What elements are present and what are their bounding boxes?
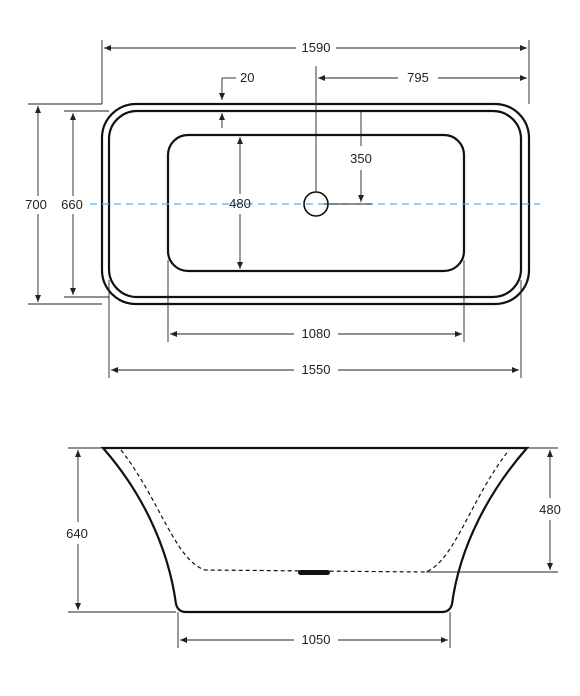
side-view: 640 480 1050 xyxy=(66,446,561,648)
tub-inner-rim xyxy=(107,109,523,299)
drain-side xyxy=(298,570,330,575)
dim-overall-length-label: 1590 xyxy=(302,40,331,55)
dim-base-length: 1050 xyxy=(177,612,451,648)
dim-inner-width-label: 660 xyxy=(61,197,83,212)
dim-waste-offset-label: 350 xyxy=(350,151,372,166)
dim-rim-thickness: 20 xyxy=(219,70,254,128)
dim-basin-depth: 480 xyxy=(426,447,561,573)
dim-basin-width: 480 xyxy=(229,137,251,269)
dim-inner-width: 660 xyxy=(61,110,109,298)
dim-overall-width: 700 xyxy=(25,103,102,305)
dim-overall-height: 640 xyxy=(66,447,176,613)
tub-side-profile xyxy=(100,446,530,614)
top-view: 1590 795 20 350 700 xyxy=(25,40,540,378)
dim-basin-width-label: 480 xyxy=(229,196,251,211)
dim-overall-length: 1590 xyxy=(101,40,530,104)
basin-inner-dashed xyxy=(120,449,510,573)
dim-inner-length-label: 1550 xyxy=(302,362,331,377)
dim-basin-depth-label: 480 xyxy=(539,502,561,517)
dim-offset-to-center: 795 xyxy=(315,66,527,192)
dim-basin-length: 1080 xyxy=(167,260,465,342)
dim-offset-to-center-label: 795 xyxy=(407,70,429,85)
dim-overall-width-label: 700 xyxy=(25,197,47,212)
dim-inner-length: 1550 xyxy=(108,280,522,378)
dim-overall-height-label: 640 xyxy=(66,526,88,541)
dim-basin-length-label: 1080 xyxy=(302,326,331,341)
dim-rim-thickness-label: 20 xyxy=(240,70,254,85)
dim-base-length-label: 1050 xyxy=(302,632,331,647)
dim-waste-offset: 350 xyxy=(324,111,372,205)
